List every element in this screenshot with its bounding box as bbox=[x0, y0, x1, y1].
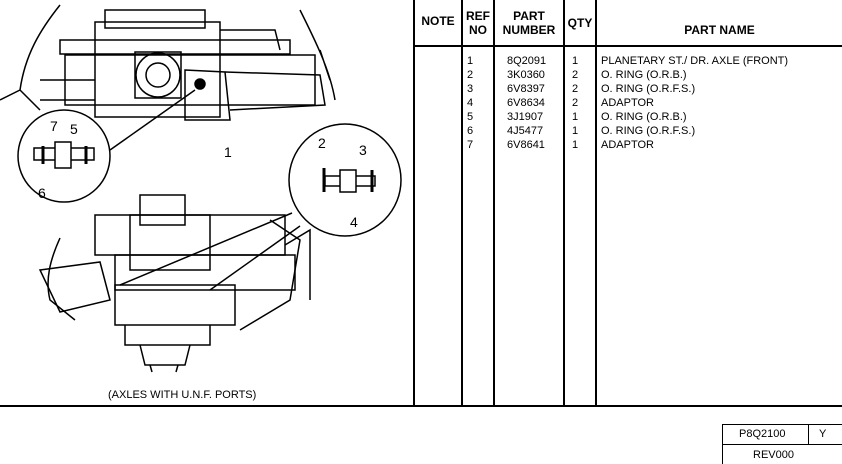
header-part-line2: NUMBER bbox=[502, 23, 556, 37]
row-ref: 5 bbox=[467, 111, 474, 123]
row-part-name: O. RING (O.R.F.S.) bbox=[601, 83, 696, 95]
col-divider-qty bbox=[595, 0, 597, 406]
row-part-name: O. RING (O.R.B.) bbox=[601, 69, 687, 81]
row-part-number: 6V8634 bbox=[507, 97, 545, 109]
row-ref: 1 bbox=[467, 55, 474, 67]
callout-5: 5 bbox=[70, 121, 78, 137]
row-part-number: 4J5477 bbox=[507, 125, 544, 137]
row-part-name: ADAPTOR bbox=[601, 97, 654, 109]
row-qty: 1 bbox=[572, 139, 579, 151]
row-part-number: 3J1907 bbox=[507, 111, 544, 123]
footer-suffix: Y bbox=[819, 428, 827, 440]
header-ref-line2: NO bbox=[469, 23, 487, 37]
row-part-name: O. RING (O.R.B.) bbox=[601, 111, 687, 123]
row-qty: 1 bbox=[572, 125, 579, 137]
header-ref: REF NO bbox=[463, 9, 493, 37]
header-part-number: PART NUMBER bbox=[495, 9, 563, 37]
footer-code: P8Q2100 bbox=[739, 428, 786, 440]
axle-illustration: 1 2 3 4 5 6 7 bbox=[0, 4, 402, 373]
col-divider-ref bbox=[493, 0, 495, 406]
row-qty: 2 bbox=[572, 69, 579, 81]
row-qty: 1 bbox=[572, 111, 579, 123]
footer-box-top bbox=[723, 424, 842, 425]
row-ref: 7 bbox=[467, 139, 474, 151]
header-part-line1: PART bbox=[513, 9, 545, 23]
callout-1: 1 bbox=[224, 144, 232, 160]
footer-box-mid bbox=[808, 424, 809, 444]
footer-box-divider bbox=[723, 444, 842, 445]
row-part-name: PLANETARY ST./ DR. AXLE (FRONT) bbox=[601, 55, 789, 67]
row-qty: 2 bbox=[572, 97, 579, 109]
callout-7: 7 bbox=[50, 118, 58, 134]
row-part-number: 6V8397 bbox=[507, 83, 545, 95]
callout-3: 3 bbox=[359, 142, 367, 158]
row-ref: 6 bbox=[467, 125, 474, 137]
footer-revision: REV000 bbox=[753, 449, 794, 461]
footer-divider bbox=[0, 405, 842, 407]
header-part-name: PART NAME bbox=[684, 23, 755, 37]
header-note: NOTE bbox=[421, 14, 455, 28]
row-ref: 3 bbox=[467, 83, 474, 95]
row-qty: 1 bbox=[572, 55, 579, 67]
col-divider-note bbox=[461, 0, 463, 406]
illustration-caption: (AXLES WITH U.N.F. PORTS) bbox=[108, 389, 257, 401]
row-part-number: 8Q2091 bbox=[507, 55, 547, 67]
row-ref: 4 bbox=[467, 97, 474, 109]
footer-box-left bbox=[722, 424, 723, 464]
row-qty: 2 bbox=[572, 83, 579, 95]
callout-6: 6 bbox=[38, 185, 46, 201]
header-divider bbox=[413, 45, 842, 47]
table-left-border bbox=[413, 0, 415, 406]
row-part-number: 6V8641 bbox=[507, 139, 545, 151]
col-divider-part bbox=[563, 0, 565, 406]
row-part-name: O. RING (O.R.F.S.) bbox=[601, 125, 696, 137]
callout-4: 4 bbox=[350, 214, 358, 230]
row-part-name: ADAPTOR bbox=[601, 139, 654, 151]
header-qty: QTY bbox=[567, 16, 593, 30]
row-part-number: 3K0360 bbox=[507, 69, 545, 81]
callout-2: 2 bbox=[318, 135, 326, 151]
header-ref-line1: REF bbox=[466, 9, 490, 23]
row-ref: 2 bbox=[467, 69, 474, 81]
